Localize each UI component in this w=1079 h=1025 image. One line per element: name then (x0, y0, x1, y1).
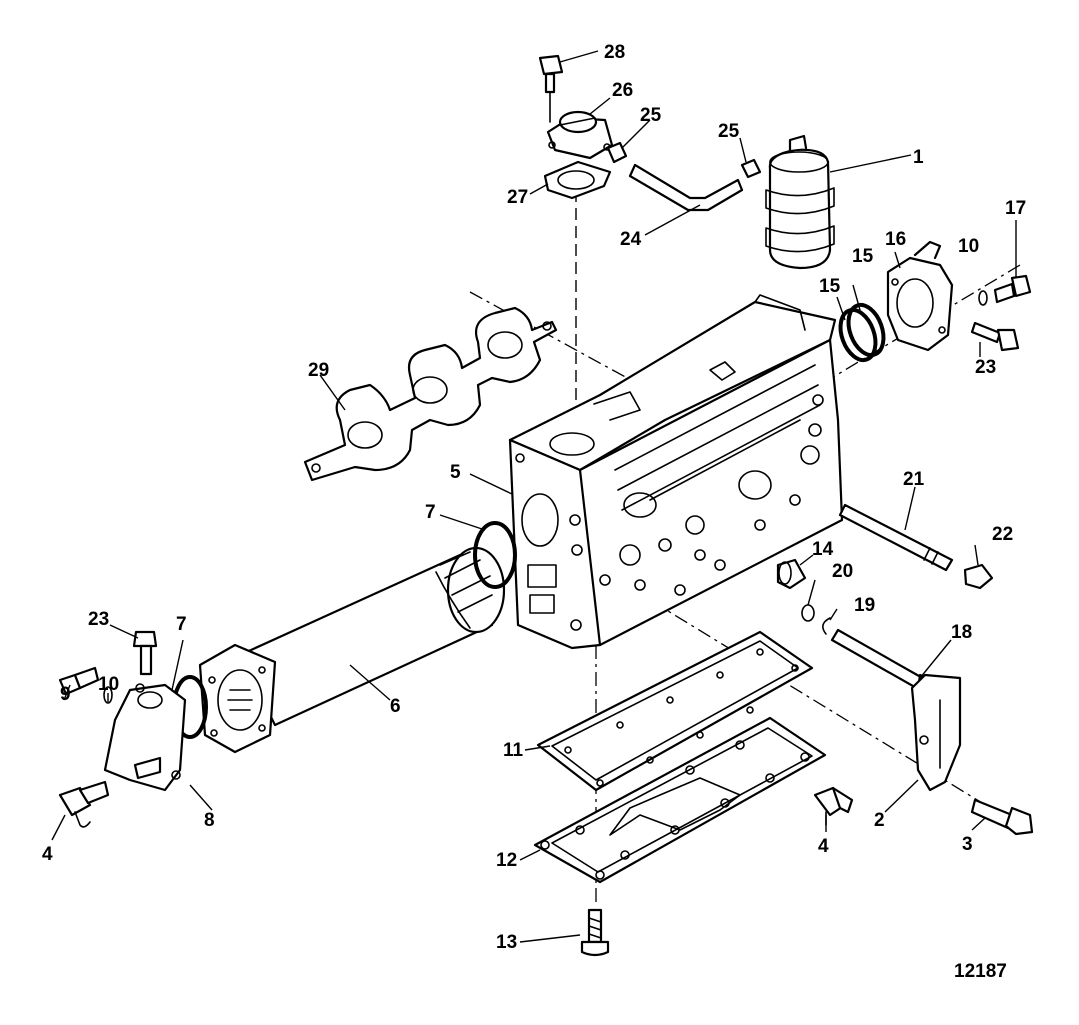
callout-labels: 1 2 3 4 4 5 6 7 7 8 9 10 10 11 12 13 14 … (42, 42, 1026, 953)
callout-24: 24 (620, 229, 642, 250)
callout-14: 14 (812, 539, 834, 560)
bolt-17 (993, 274, 1032, 304)
callout-7-right: 7 (425, 502, 436, 523)
callout-13: 13 (496, 932, 517, 953)
callout-19: 19 (854, 595, 875, 616)
coolant-reservoir (765, 134, 835, 270)
callout-15-upper: 15 (852, 246, 874, 267)
callout-11: 11 (503, 740, 524, 761)
cover-plate (533, 716, 827, 884)
leader-lines (51, 50, 1017, 943)
callout-21: 21 (903, 469, 925, 490)
callout-7-left: 7 (176, 614, 187, 635)
callout-4-right: 4 (818, 836, 829, 857)
bracket-2 (910, 673, 962, 792)
hose-fitting-right (813, 786, 854, 826)
drain-plug (58, 666, 100, 696)
callout-22: 22 (992, 524, 1013, 545)
exhaust-manifold-body (508, 294, 844, 650)
callout-8: 8 (204, 810, 215, 831)
end-cap-housing (103, 683, 187, 792)
hose-24 (628, 163, 744, 212)
callout-1: 1 (913, 147, 924, 168)
stud-21 (838, 503, 954, 572)
nut-22 (963, 563, 994, 590)
cover-screw (580, 908, 610, 957)
callout-9: 9 (60, 684, 71, 705)
bolt-28 (538, 54, 564, 123)
pump-cover-16 (886, 240, 954, 352)
washer-left (103, 686, 113, 704)
washer-right (978, 290, 988, 306)
callout-18: 18 (951, 622, 972, 643)
washer-20 (801, 604, 815, 622)
thermostat-housing (546, 110, 614, 160)
bolt-23-right (970, 321, 1020, 352)
snap-ring-19 (822, 617, 831, 635)
bolt-3 (970, 798, 1034, 836)
callout-28: 28 (604, 42, 625, 63)
cover-gasket (536, 630, 814, 792)
callout-3: 3 (962, 834, 973, 855)
callout-6: 6 (390, 696, 401, 717)
manifold-gasket (303, 306, 558, 482)
callout-23-right: 23 (975, 357, 996, 378)
callout-17: 17 (1005, 198, 1026, 219)
hose-fitting-left (58, 780, 110, 828)
callout-16: 16 (885, 229, 906, 250)
bolt-left (132, 630, 158, 676)
seal-ring-15-b (846, 302, 886, 358)
callout-10-right: 10 (958, 236, 979, 257)
plug (776, 558, 807, 590)
callout-23-left: 23 (88, 609, 109, 630)
callout-10-left: 10 (98, 674, 119, 695)
callout-4-left: 4 (42, 844, 53, 865)
exhaust-tube (198, 546, 506, 754)
callout-25-left: 25 (640, 105, 662, 126)
callout-5: 5 (450, 462, 461, 483)
callout-2: 2 (874, 810, 885, 831)
thermostat-gasket (543, 160, 612, 200)
callout-26: 26 (612, 80, 633, 101)
fitting-25-left (606, 141, 628, 164)
fitting-25-right (740, 158, 762, 179)
callout-25-right: 25 (718, 121, 740, 142)
figure-number: 12187 (954, 961, 1007, 982)
callout-27: 27 (507, 187, 528, 208)
callout-12: 12 (496, 850, 517, 871)
callout-15-lower: 15 (819, 276, 841, 297)
callout-20: 20 (832, 561, 853, 582)
callout-29: 29 (308, 360, 329, 381)
o-ring-right (473, 521, 517, 589)
